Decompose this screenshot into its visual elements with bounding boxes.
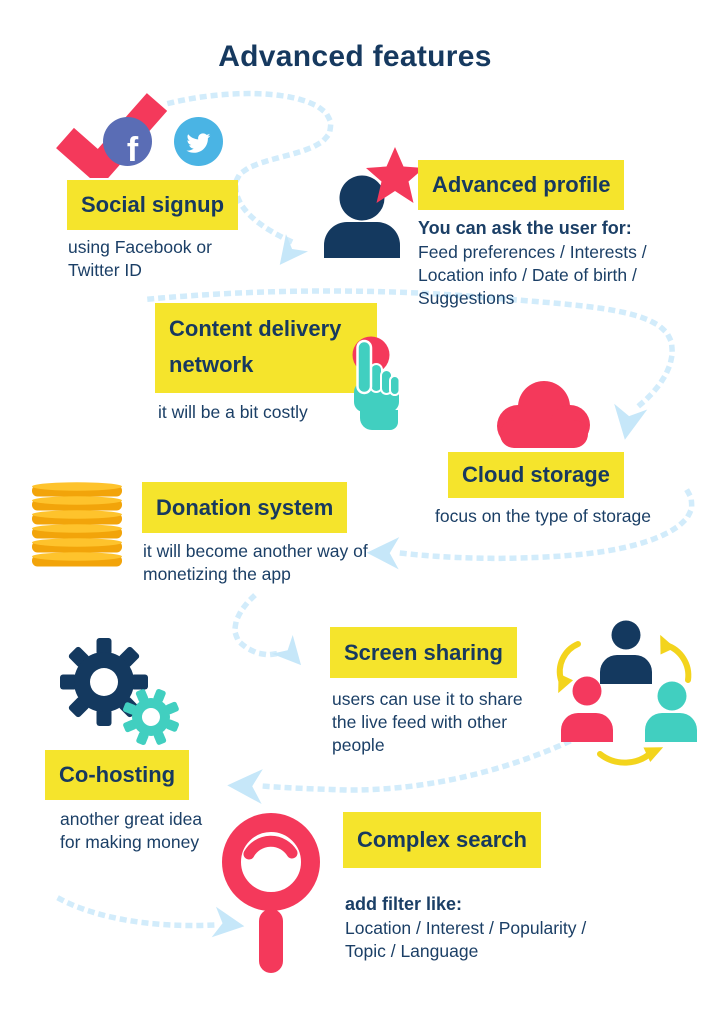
dotted-path-6: [56, 895, 217, 929]
flow-arrow-6: [211, 906, 245, 938]
label-text: Social signup: [81, 192, 225, 217]
label-text: Content delivery network: [169, 316, 342, 377]
facebook-icon: f: [103, 117, 152, 166]
dotted-path-5: [259, 738, 572, 793]
label-text: Advanced profile: [432, 172, 611, 197]
flow-arrow-5: [227, 769, 263, 805]
feature-desc-donation-system: it will become another way of monetizing…: [143, 541, 368, 584]
gear-small-icon: [122, 688, 180, 746]
feature-desc-co-hosting: another great idea for making money: [60, 809, 203, 852]
flow-arrow-1: [279, 234, 309, 265]
dotted-path-4: [232, 593, 283, 658]
feature-label-content-delivery: Content delivery network: [155, 303, 377, 393]
feature-desc-social-signup: using Facebook or Twitter ID: [68, 237, 212, 280]
feature-lead-complex-search: add filter like:: [345, 894, 463, 914]
feature-label-screen-sharing: Screen sharing: [330, 627, 517, 678]
click-hand-icon: [352, 336, 401, 430]
flow-arrow-2: [614, 403, 648, 440]
dotted-path-1: [166, 90, 334, 245]
label-text: Donation system: [156, 494, 334, 520]
feature-lead-advanced-profile: You can ask the user for:: [418, 218, 632, 238]
facebook-glyph: f: [126, 130, 139, 166]
feature-desc-content-delivery: it will be a bit costly: [158, 402, 308, 422]
coins-icon: [32, 482, 122, 567]
label-text: Co-hosting: [59, 762, 176, 787]
label-text: Complex search: [357, 827, 527, 852]
dotted-path-2: [147, 288, 675, 412]
feature-label-cloud-storage: Cloud storage: [448, 452, 624, 498]
feature-label-co-hosting: Co-hosting: [45, 750, 190, 800]
user-icon: [324, 175, 400, 258]
feature-label-donation-system: Donation system: [142, 482, 348, 533]
dotted-path-3: [396, 488, 695, 562]
feature-label-complex-search: Complex search: [343, 812, 541, 868]
star-icon: [366, 147, 424, 203]
flow-arrow-4: [271, 634, 302, 666]
screen-share-users-icon: [556, 620, 697, 766]
cycle-arrow-bottom: [597, 749, 655, 766]
flow-arrow-3: [366, 537, 400, 570]
feature-label-advanced-profile: Advanced profile: [418, 160, 625, 210]
feature-desc-advanced-profile: Feed preferences / Interests / Location …: [418, 242, 647, 308]
label-text: Cloud storage: [462, 462, 610, 487]
feature-desc-cloud-storage: focus on the type of storage: [435, 506, 651, 526]
page-title: Advanced features: [218, 40, 492, 73]
cloud-icon: [497, 381, 590, 448]
twitter-icon: [174, 117, 223, 166]
magnifier-icon: [222, 813, 320, 973]
feature-desc-complex-search: Location / Interest / Popularity / Topic…: [345, 918, 587, 961]
cycle-arrow-left: [556, 641, 581, 683]
feature-label-social-signup: Social signup: [67, 180, 239, 230]
label-text: Screen sharing: [344, 639, 503, 665]
gear-large-icon: [60, 638, 148, 726]
feature-desc-screen-sharing: users can use it to share the live feed …: [332, 689, 523, 755]
